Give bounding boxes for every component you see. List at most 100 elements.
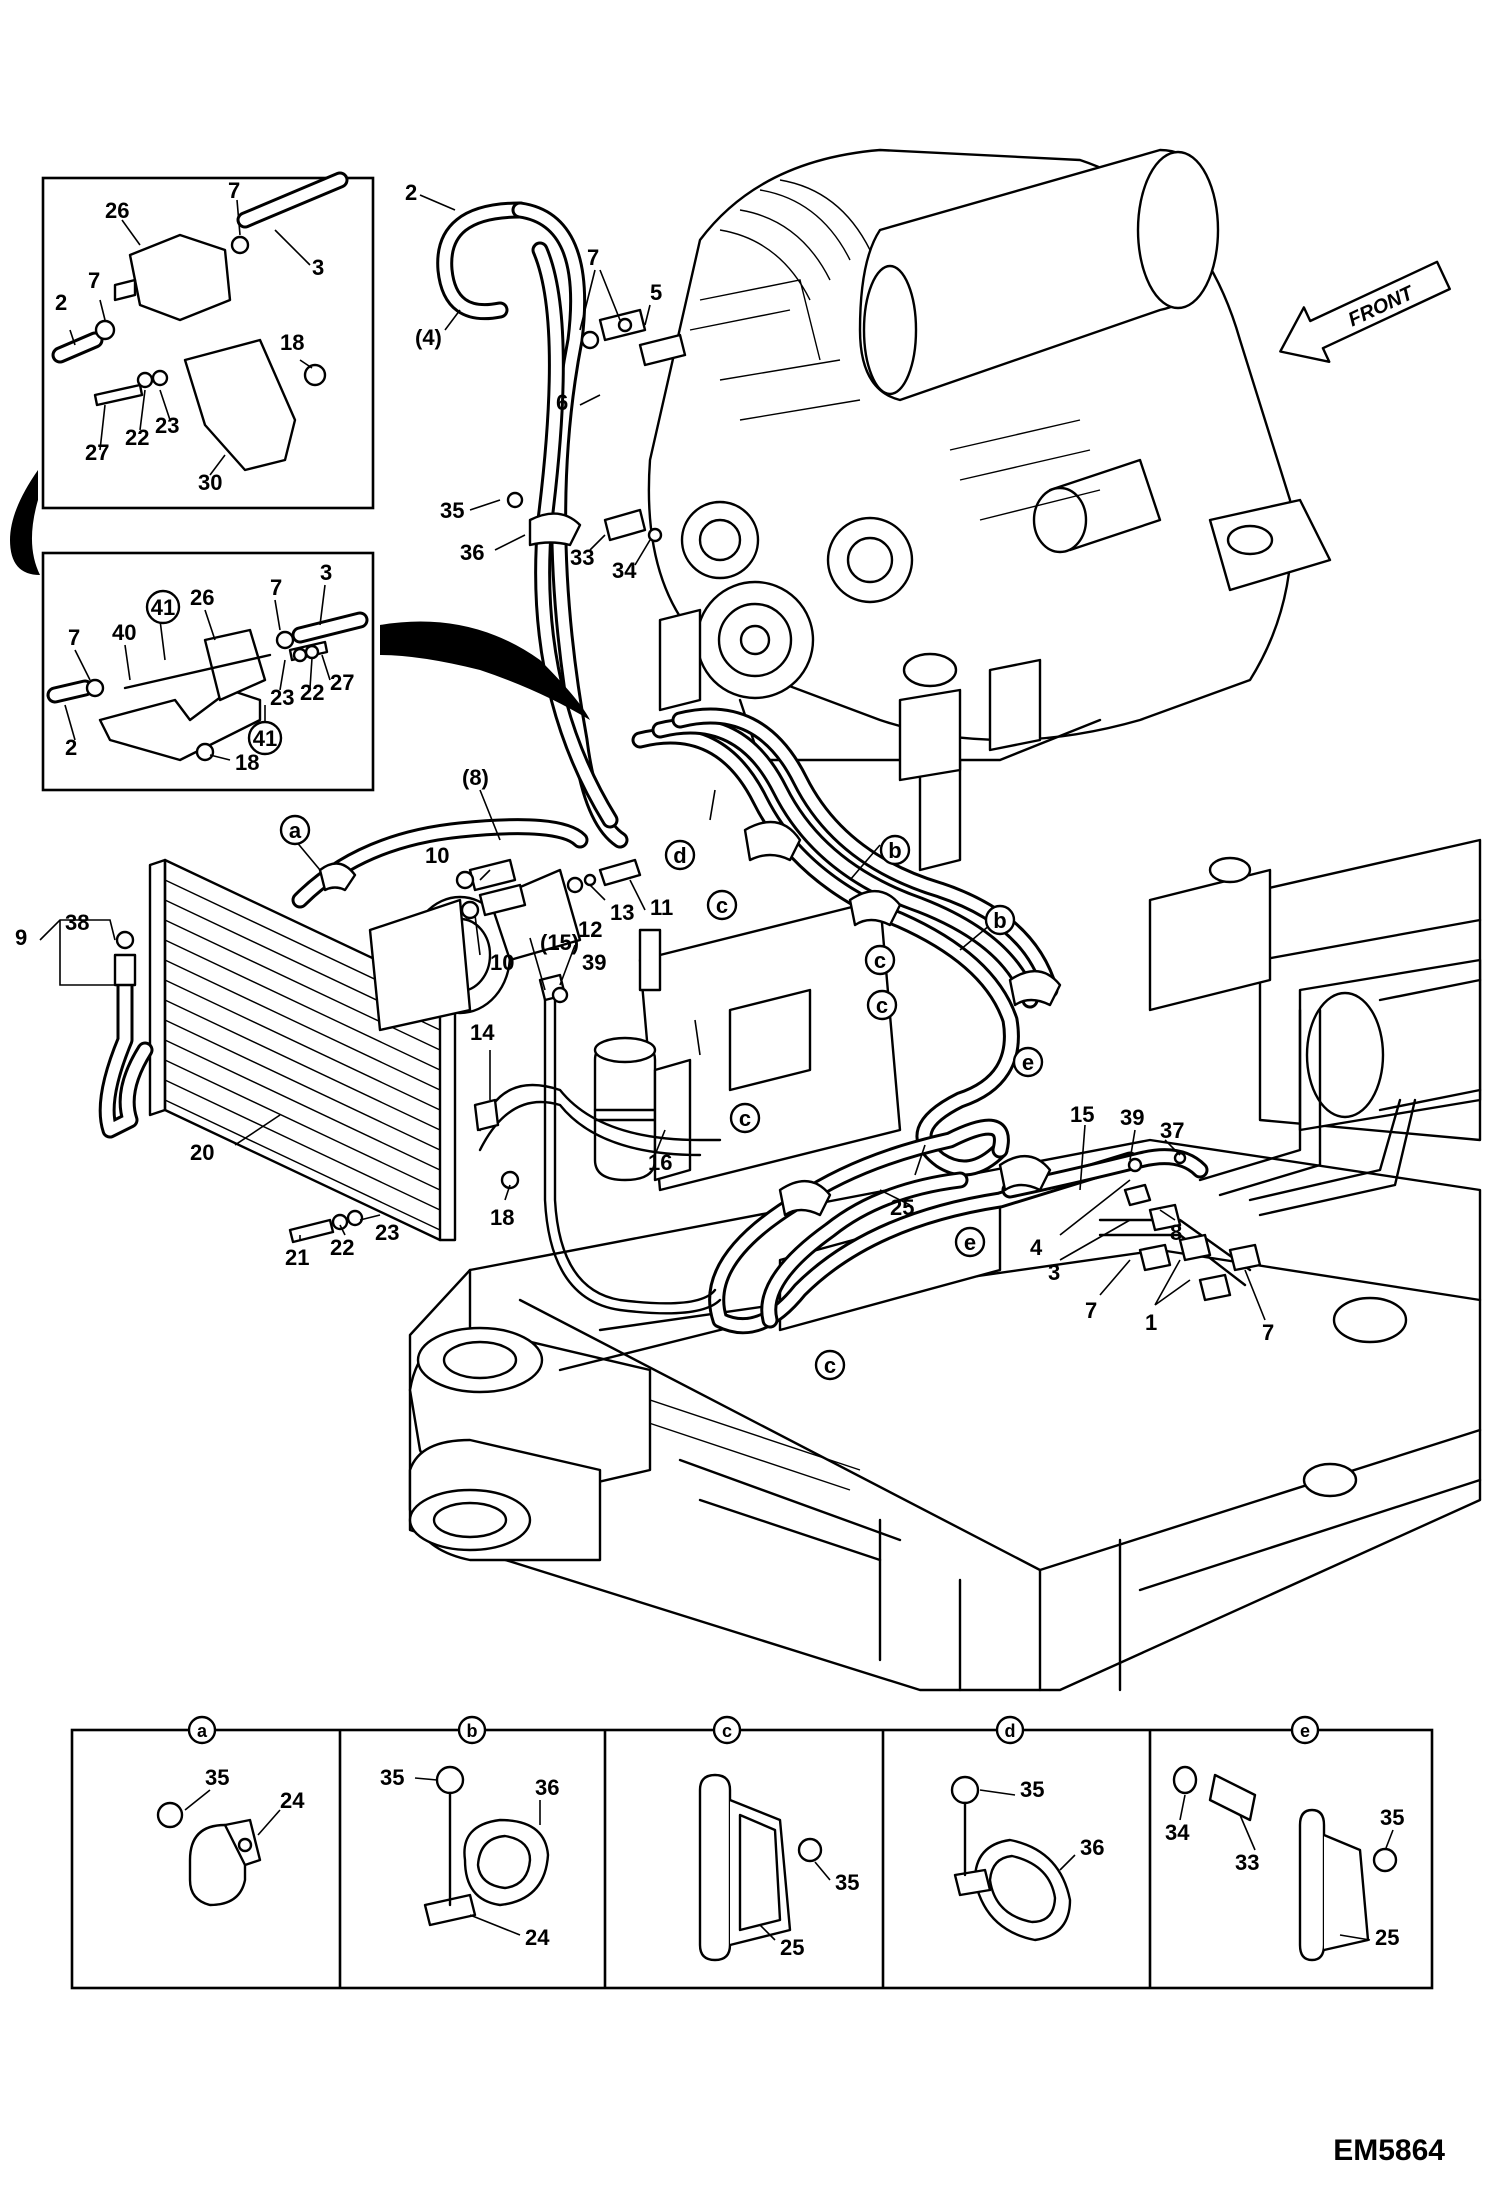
callout-36: 36 bbox=[460, 540, 484, 565]
callout-39: 39 bbox=[1120, 1105, 1144, 1130]
svg-text:c: c bbox=[722, 1721, 732, 1741]
detail-d bbox=[950, 1775, 1072, 1942]
inset-mid bbox=[41, 551, 375, 792]
detail-c-callout-35: 35 bbox=[835, 1870, 859, 1895]
svg-text:c: c bbox=[876, 993, 888, 1018]
callouts-inset-mid: 7 40 41 26 7 3 23 22 27 41 2 18 bbox=[65, 560, 354, 775]
detail-e-callout-33: 33 bbox=[1235, 1850, 1259, 1875]
callout-4-ref: (4) bbox=[415, 325, 442, 350]
callout-15: 15 bbox=[1070, 1102, 1094, 1127]
svg-text:b: b bbox=[467, 1721, 478, 1741]
callout-10: 10 bbox=[490, 950, 514, 975]
inset-callout-7: 7 bbox=[228, 178, 240, 203]
detail-e-callout-34: 34 bbox=[1165, 1820, 1190, 1845]
callout-4: 4 bbox=[1030, 1235, 1043, 1260]
callout-8: 8 bbox=[1170, 1220, 1182, 1245]
inset-callout-3: 3 bbox=[312, 255, 324, 280]
callout-22: 22 bbox=[330, 1235, 354, 1260]
inset-callout-26: 26 bbox=[190, 585, 214, 610]
callout-16: 16 bbox=[648, 1150, 672, 1175]
inset-callout-30: 30 bbox=[198, 470, 222, 495]
inset-callout-40: 40 bbox=[112, 620, 136, 645]
inset-callout-2: 2 bbox=[55, 290, 67, 315]
svg-text:41: 41 bbox=[253, 726, 277, 751]
inset-callout-7: 7 bbox=[270, 575, 282, 600]
ref-circle-e: e bbox=[954, 1226, 986, 1258]
inset-callout-3: 3 bbox=[320, 560, 332, 585]
inset-callout-26: 26 bbox=[105, 198, 129, 223]
inset-callout-41-circled: 41 bbox=[247, 720, 283, 756]
svg-text:a: a bbox=[197, 1721, 208, 1741]
detail-c bbox=[698, 1773, 823, 1962]
detail-e-callout-35: 35 bbox=[1380, 1805, 1404, 1830]
callout-8-ref: (8) bbox=[462, 765, 489, 790]
condenser bbox=[98, 858, 457, 1242]
callout-21: 21 bbox=[285, 1245, 309, 1270]
detail-header-e: e bbox=[1290, 1715, 1320, 1745]
callout-20: 20 bbox=[190, 1140, 214, 1165]
callout-33: 33 bbox=[570, 545, 594, 570]
svg-text:e: e bbox=[1022, 1050, 1034, 1075]
inset-callout-23: 23 bbox=[155, 413, 179, 438]
fittings bbox=[113, 308, 1262, 1302]
inset-callout-18: 18 bbox=[280, 330, 304, 355]
callout-15-ref: (15) bbox=[540, 930, 579, 955]
callout-10: 10 bbox=[425, 843, 449, 868]
detail-d-callout-35: 35 bbox=[1020, 1777, 1044, 1802]
ref-circle-c: c bbox=[864, 944, 896, 976]
callout-1: 1 bbox=[1145, 1310, 1157, 1335]
front-arrow: FRONT bbox=[1279, 260, 1451, 363]
callout-35: 35 bbox=[440, 498, 464, 523]
callout-37: 37 bbox=[1160, 1118, 1184, 1143]
ref-circle-c: c bbox=[866, 989, 898, 1021]
detail-d-callout-36: 36 bbox=[1080, 1835, 1104, 1860]
inset-callout-2: 2 bbox=[65, 735, 77, 760]
ref-circle-c: c bbox=[814, 1349, 846, 1381]
inset-callout-7: 7 bbox=[68, 625, 80, 650]
callout-2: 2 bbox=[405, 180, 417, 205]
detail-callouts: a b c d e 35 24 35 36 24 35 25 35 36 34 … bbox=[187, 1715, 1404, 1960]
callout-23: 23 bbox=[375, 1220, 399, 1245]
detail-a-callout-24: 24 bbox=[280, 1788, 305, 1813]
callout-9: 9 bbox=[15, 925, 27, 950]
ref-circle-e: e bbox=[1012, 1046, 1044, 1078]
svg-text:e: e bbox=[1300, 1721, 1310, 1741]
detail-header-b: b bbox=[457, 1715, 487, 1745]
inset-connectors bbox=[10, 470, 590, 720]
ref-circle-b: b bbox=[879, 834, 911, 866]
ref-circle-c: c bbox=[706, 889, 738, 921]
detail-b bbox=[423, 1765, 550, 1927]
ref-circle-d: d bbox=[664, 839, 696, 871]
ref-circle-c: c bbox=[729, 1102, 761, 1134]
callout-13: 13 bbox=[610, 900, 634, 925]
callouts-inset-top: 26 7 3 7 2 18 27 22 23 30 bbox=[55, 178, 324, 495]
inset-top bbox=[41, 171, 375, 510]
svg-text:41: 41 bbox=[151, 595, 175, 620]
callouts-main: 2 (4) 7 5 6 35 36 33 34 (8) a d b c b c … bbox=[15, 180, 1274, 1381]
detail-header-d: d bbox=[995, 1715, 1025, 1745]
callout-6: 6 bbox=[556, 390, 568, 415]
inset-callout-18: 18 bbox=[235, 750, 259, 775]
detail-b-callout-36: 36 bbox=[535, 1775, 559, 1800]
callout-14: 14 bbox=[470, 1020, 495, 1045]
detail-b-callout-24: 24 bbox=[525, 1925, 550, 1950]
detail-e-callout-25: 25 bbox=[1375, 1925, 1399, 1950]
detail-header-c: c bbox=[712, 1715, 742, 1745]
svg-text:c: c bbox=[874, 948, 886, 973]
callout-3: 3 bbox=[1048, 1260, 1060, 1285]
inset-callout-41-circled: 41 bbox=[145, 589, 181, 625]
callout-39: 39 bbox=[582, 950, 606, 975]
callout-7: 7 bbox=[587, 245, 599, 270]
inset-callout-22: 22 bbox=[300, 680, 324, 705]
svg-text:c: c bbox=[716, 893, 728, 918]
inset-callout-27: 27 bbox=[330, 670, 354, 695]
callout-12: 12 bbox=[578, 917, 602, 942]
receiver-drier bbox=[593, 1036, 692, 1182]
svg-text:c: c bbox=[824, 1353, 836, 1378]
engine-assembly bbox=[647, 148, 1332, 782]
callout-18: 18 bbox=[490, 1205, 514, 1230]
inset-callout-22: 22 bbox=[125, 425, 149, 450]
detail-a bbox=[156, 1801, 262, 1907]
ref-circle-a: a bbox=[279, 814, 311, 846]
svg-text:d: d bbox=[673, 843, 686, 868]
